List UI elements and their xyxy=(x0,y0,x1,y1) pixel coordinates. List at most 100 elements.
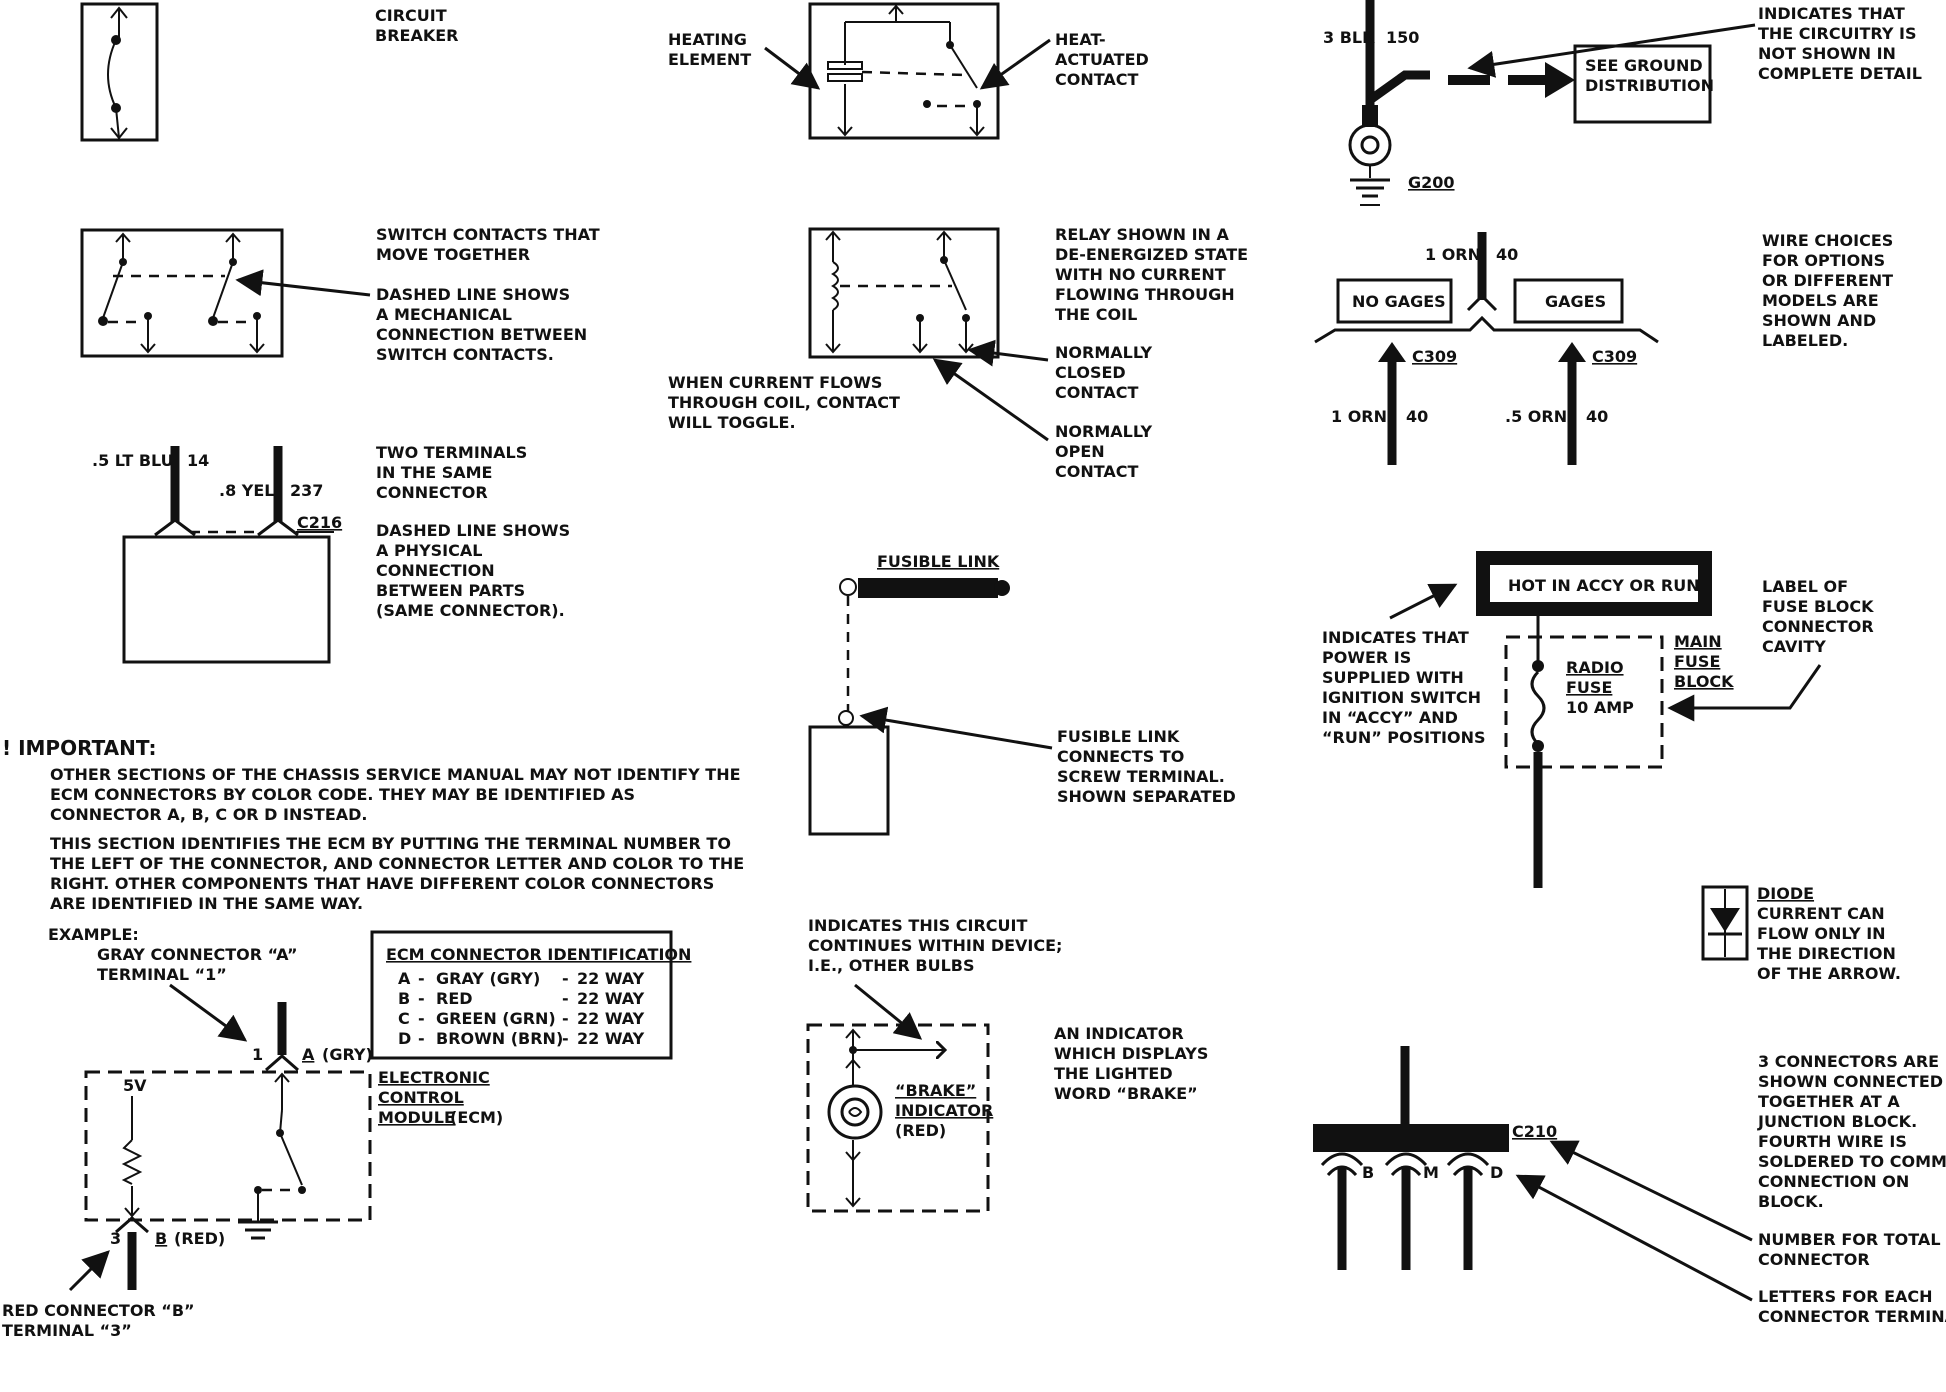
relay-nc-arrow xyxy=(967,339,1049,367)
fuse-cavity-1: LABEL OF xyxy=(1762,577,1848,596)
terminals-circuit-1: 14 xyxy=(187,451,209,470)
heating-element-label-2: ELEMENT xyxy=(668,50,751,69)
fusible-note-1: FUSIBLE LINK xyxy=(1057,727,1180,746)
ecm-row-ways: 22 WAY xyxy=(577,989,645,1008)
ecm-voltage: 5V xyxy=(123,1076,147,1095)
switch-dashed-4: SWITCH CONTACTS. xyxy=(376,345,554,364)
fuse-power-2: POWER IS xyxy=(1322,648,1411,667)
fusible-note-3: SCREW TERMINAL. xyxy=(1057,767,1225,786)
important-p2-1: THIS SECTION IDENTIFIES THE ECM BY PUTTI… xyxy=(50,834,731,853)
diode-note-2: FLOW ONLY IN xyxy=(1757,924,1886,943)
important-p1-2: ECM CONNECTORS BY COLOR CODE. THEY MAY B… xyxy=(50,785,635,804)
switch-dashed-2: A MECHANICAL xyxy=(376,305,512,324)
relay-symbol xyxy=(808,227,1000,359)
wire-options-symbol xyxy=(1314,232,1659,465)
junction-terminal-b: B xyxy=(1362,1163,1374,1182)
heating-element-symbol xyxy=(808,2,1000,140)
circuit-breaker-label-2: BREAKER xyxy=(375,26,458,45)
ecm-table-row: D - BROWN (BRN) - 22 WAY xyxy=(398,1029,645,1048)
ground-wire-size: 3 BLK xyxy=(1323,28,1375,47)
ground-note-1: INDICATES THAT xyxy=(1758,4,1905,23)
relay-no-arrow xyxy=(932,358,1049,442)
heat-contact-label-2: ACTUATED xyxy=(1055,50,1149,69)
junction-note-7: CONNECTION ON xyxy=(1758,1172,1909,1191)
svg-text:-: - xyxy=(418,1029,425,1048)
ecm-row-letter: D xyxy=(398,1029,411,1048)
example-title: EXAMPLE: xyxy=(48,925,139,944)
heat-contact-label-1: HEAT- xyxy=(1055,30,1106,49)
ecm-connector-a-color: (GRY) xyxy=(322,1045,373,1064)
important-p2-3: RIGHT. OTHER COMPONENTS THAT HAVE DIFFER… xyxy=(50,874,714,893)
relay-desc-2: DE-ENERGIZED STATE xyxy=(1055,245,1248,264)
ecm-row-letter: A xyxy=(398,969,411,988)
ecm-row-ways: 22 WAY xyxy=(577,1029,645,1048)
options-right-wire: .5 ORN xyxy=(1505,407,1567,426)
fusible-note-2: CONNECTS TO xyxy=(1057,747,1184,766)
ecm-row-ways: 22 WAY xyxy=(577,969,645,988)
ecm-row-color: GREEN (GRN) xyxy=(436,1009,556,1028)
ground-note-4: COMPLETE DETAIL xyxy=(1758,64,1922,83)
circuit-breaker-label-1: CIRCUIT xyxy=(375,6,447,25)
options-top-circuit: 40 xyxy=(1496,245,1518,264)
fuse-cavity-4: CAVITY xyxy=(1762,637,1826,656)
options-note-2: FOR OPTIONS xyxy=(1762,251,1885,270)
brake-cont-arrow xyxy=(854,983,923,1040)
options-right-circuit: 40 xyxy=(1586,407,1608,426)
fusible-title: FUSIBLE LINK xyxy=(877,552,1000,571)
options-right-conn: C309 xyxy=(1592,347,1637,366)
switch-dashed-3: CONNECTION BETWEEN xyxy=(376,325,587,344)
terminals-note2-1: DASHED LINE SHOWS xyxy=(376,521,570,540)
fuse-main-2: FUSE xyxy=(1674,652,1720,671)
brake-note-3: THE LIGHTED xyxy=(1054,1064,1173,1083)
options-note-4: MODELS ARE xyxy=(1762,291,1879,310)
ground-symbol xyxy=(1348,0,1712,206)
relay-desc-4: FLOWING THROUGH xyxy=(1055,285,1235,304)
junction-letters-2: CONNECTOR TERMINAL xyxy=(1758,1307,1946,1326)
options-left-circuit: 40 xyxy=(1406,407,1428,426)
example-red-1: RED CONNECTOR “B” xyxy=(2,1301,195,1320)
junction-note-4: JUNCTION BLOCK. xyxy=(1757,1112,1917,1131)
important-p2-2: THE LEFT OF THE CONNECTOR, AND CONNECTOR… xyxy=(50,854,744,873)
svg-text:-: - xyxy=(418,989,425,1008)
junction-note-6: SOLDERED TO COMMON xyxy=(1758,1152,1946,1171)
fuse-radio-3: 10 AMP xyxy=(1566,698,1634,717)
relay-no-2: OPEN xyxy=(1055,442,1105,461)
important-p1-1: OTHER SECTIONS OF THE CHASSIS SERVICE MA… xyxy=(50,765,741,784)
brake-label-1: “BRAKE” xyxy=(895,1081,976,1100)
svg-text:-: - xyxy=(562,1009,569,1028)
example-red-arrow xyxy=(68,1250,110,1292)
terminals-note2-3: CONNECTION xyxy=(376,561,495,580)
ecm-row-color: RED xyxy=(436,989,473,1008)
heating-element-arrow xyxy=(764,46,821,90)
ground-label: G200 xyxy=(1408,173,1455,192)
ground-circuit: 150 xyxy=(1386,28,1419,47)
ecm-module-suffix: (ECM) xyxy=(450,1108,503,1127)
ecm-terminal-1: 1 xyxy=(252,1045,263,1064)
terminals-note2-5: (SAME CONNECTOR). xyxy=(376,601,565,620)
two-terminals-symbol xyxy=(122,446,334,664)
fuse-main-3: BLOCK xyxy=(1674,672,1734,691)
options-top-wire: 1 ORN xyxy=(1425,245,1481,264)
example-gray-2: TERMINAL “1” xyxy=(97,965,227,984)
relay-toggle-2: THROUGH COIL, CONTACT xyxy=(668,393,900,412)
options-note-6: LABELED. xyxy=(1762,331,1848,350)
svg-text:-: - xyxy=(418,969,425,988)
ground-note-2: THE CIRCUITRY IS xyxy=(1758,24,1917,43)
brake-cont-1: INDICATES THIS CIRCUIT xyxy=(808,916,1027,935)
fuse-cavity-3: CONNECTOR xyxy=(1762,617,1874,636)
relay-desc-3: WITH NO CURRENT xyxy=(1055,265,1226,284)
ecm-row-letter: B xyxy=(398,989,410,1008)
junction-note-5: FOURTH WIRE IS xyxy=(1758,1132,1907,1151)
important-p1-3: CONNECTOR A, B, C OR D INSTEAD. xyxy=(50,805,367,824)
terminals-wire-1: .5 LT BLU xyxy=(92,451,174,470)
svg-text:-: - xyxy=(562,1029,569,1048)
terminals-note2-2: A PHYSICAL xyxy=(376,541,482,560)
ecm-row-color: GRAY (GRY) xyxy=(436,969,540,988)
brake-label-2: INDICATOR xyxy=(895,1101,993,1120)
options-right-box: GAGES xyxy=(1545,292,1606,311)
ground-note-arrow xyxy=(1467,23,1756,78)
example-gray-1: GRAY CONNECTOR “A” xyxy=(97,945,298,964)
junction-number-1: NUMBER FOR TOTAL xyxy=(1758,1230,1941,1249)
circuit-breaker-symbol xyxy=(80,2,159,142)
